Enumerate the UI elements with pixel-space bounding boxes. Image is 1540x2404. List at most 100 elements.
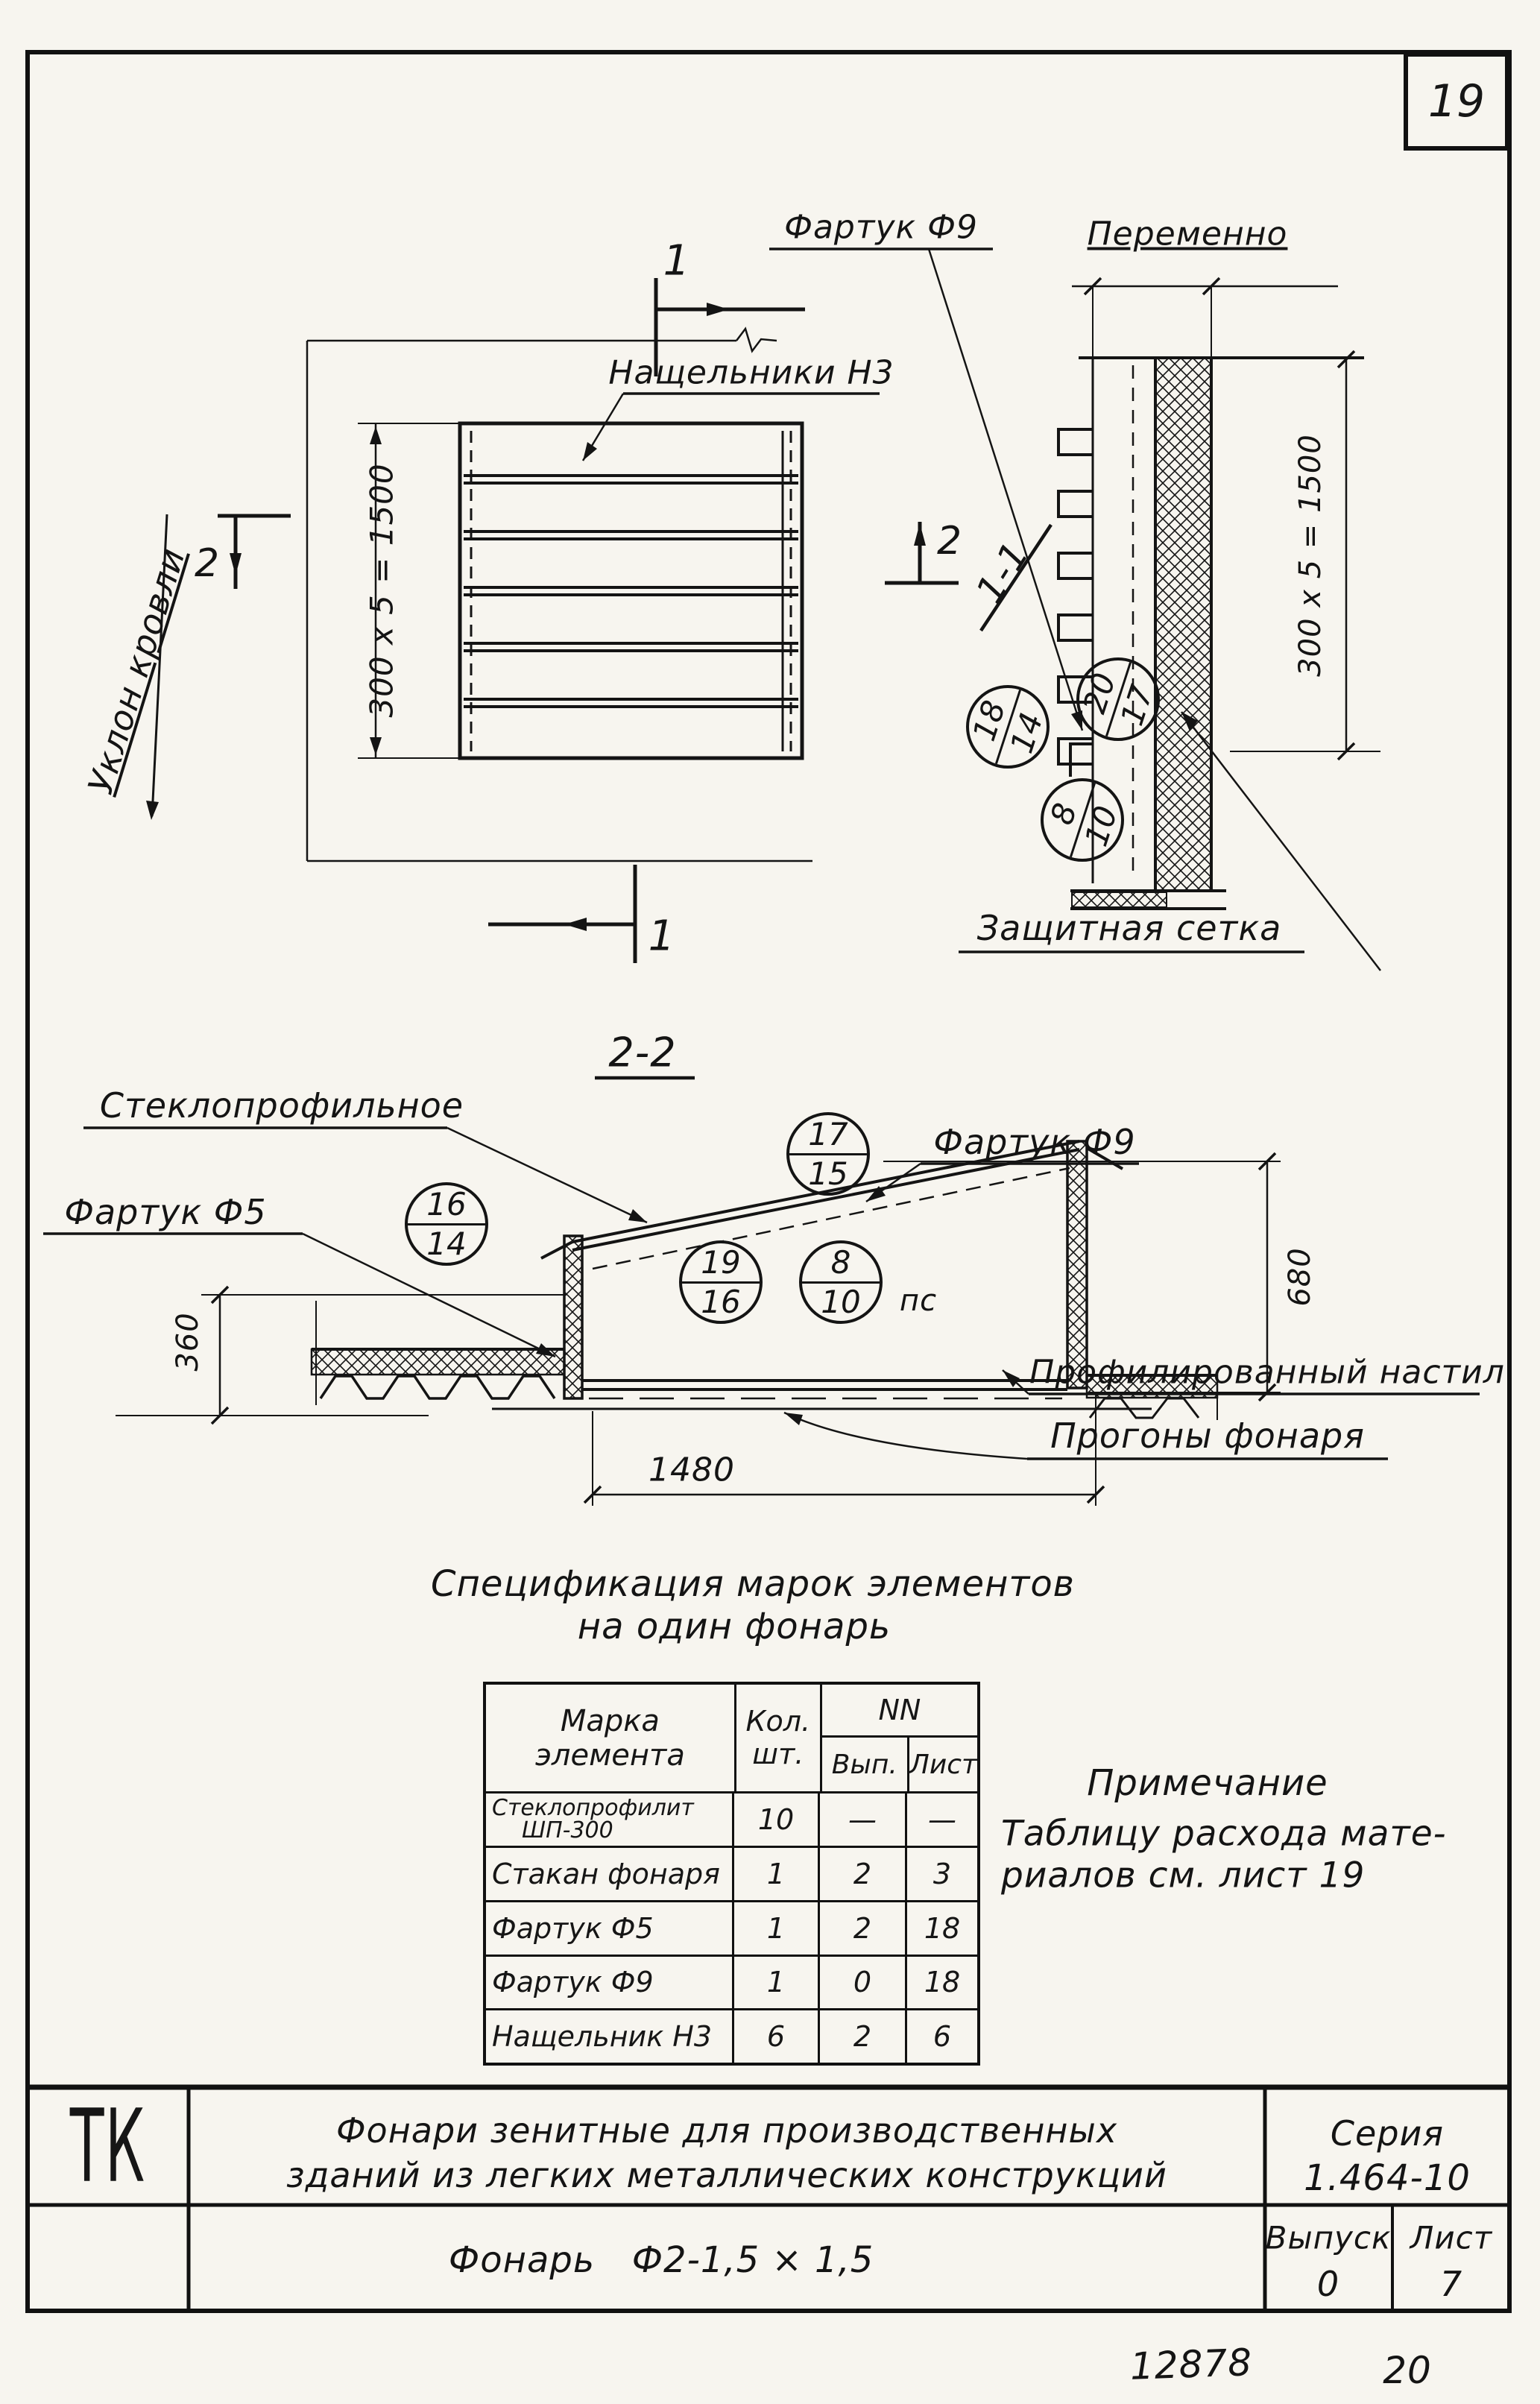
spec-table: Марка элемента Кол. шт. NN Вып. Лист Сте…	[483, 1682, 980, 2066]
spec-header-name-l2: элемента	[534, 1738, 685, 1773]
spec-header-nn-group: NN Вып. Лист	[821, 1685, 977, 1792]
apron-f5-label: Фартук Ф5	[64, 1192, 267, 1232]
note-title: Примечание	[1087, 1762, 1328, 1804]
spec-cell-sheet: 18	[924, 1966, 961, 1999]
marker-bottom: 15	[789, 1152, 867, 1193]
spec-cell-qty: 1	[734, 1848, 820, 1900]
plan-apron-label: Фартук Ф9	[784, 208, 978, 247]
note-line1: Таблицу расхода мате-	[1001, 1813, 1447, 1855]
spec-header-qty-l1: Кол.	[745, 1704, 811, 1738]
marker-bottom: 16	[682, 1281, 760, 1322]
issue-label: Выпуск	[1265, 2219, 1392, 2256]
marker-top: 16	[426, 1185, 467, 1222]
section-1-1-vertical-dimension: 300 x 5 = 1500	[1293, 434, 1328, 677]
section-mark-1-bottom: 1	[648, 912, 676, 961]
plan-view-linework	[146, 247, 1084, 963]
document-number: 12878	[1129, 2341, 1253, 2388]
section-2-2-linework	[43, 1076, 1480, 1506]
dim-680: 680	[1283, 1247, 1317, 1307]
spec-cell-issue: 2	[820, 2010, 907, 2063]
sheet-value: 7	[1439, 2264, 1463, 2304]
spec-cell-sheet: 6	[932, 2020, 952, 2054]
spec-cell-name: Фартук Ф5	[492, 1911, 654, 1945]
marker-bottom: 10	[802, 1281, 880, 1322]
spec-header-name: Марка элемента	[486, 1685, 736, 1792]
drawing-subtitle-name: Фонарь	[448, 2239, 596, 2281]
spec-cell-qty: 10	[734, 1793, 820, 1846]
spec-row: Фартук Ф5 1 2 18	[486, 1902, 977, 1957]
spec-title-line1: Спецификация марок элементов	[431, 1563, 1075, 1605]
organization-logo-text: ТК	[70, 2086, 146, 2206]
sheet-number: 19	[1427, 75, 1486, 127]
spec-cell-name: Нащельник Н3	[492, 2020, 713, 2054]
spec-cell-qty: 6	[734, 2010, 820, 2063]
spec-header-issue: Вып.	[822, 1738, 909, 1792]
dim-360: 360	[171, 1312, 205, 1372]
page-border	[25, 50, 1512, 2313]
marker-top: 19	[701, 1243, 741, 1281]
spec-cell-sheet: 3	[932, 1857, 952, 1890]
spec-header-qty-l2: шт.	[752, 1737, 804, 1770]
organization-logo: ТК	[28, 2086, 189, 2206]
variable-dimension-label: Переменно	[1087, 215, 1288, 253]
glass-profile-label: Стеклопрофильное	[99, 1085, 464, 1126]
spec-header-nn: NN	[821, 1685, 977, 1738]
spec-cell-name: Стеклопрофилит	[492, 1795, 694, 1822]
section-2-2-title: 2-2	[608, 1029, 677, 1076]
marker-bottom: 14	[408, 1222, 485, 1263]
note-line2: риалов см. лист 19	[1001, 1855, 1366, 1896]
spec-cell-name: Стакан фонаря	[492, 1857, 720, 1890]
drawing-title-line1: Фонари зенитные для производственных	[335, 2110, 1118, 2151]
profiled-deck-label: Профилированный настил	[1029, 1353, 1505, 1392]
spec-header-name-l1: Марка	[560, 1703, 660, 1738]
spec-title-line2: на один фонарь	[577, 1606, 892, 1647]
section-mark-1-top: 1	[663, 236, 691, 285]
section-mark-2-left: 2	[194, 541, 221, 586]
spec-cell-name2: ШП-300	[522, 1817, 613, 1844]
marker-top: 17	[808, 1115, 848, 1152]
sheet-label: Лист	[1410, 2219, 1493, 2256]
section-1-1-linework	[959, 277, 1381, 971]
title-block-linework	[28, 2084, 1509, 2311]
apron-f9-label: Фартук Ф9	[933, 1122, 1136, 1162]
spec-cell-sheet: —	[928, 1803, 956, 1837]
ps-label: пс	[899, 1284, 938, 1318]
series-label: Серия	[1330, 2113, 1445, 2154]
spec-cell-name: Фартук Ф9	[492, 1966, 654, 1999]
spec-row: Нащельник Н3 6 2 6	[486, 2010, 977, 2063]
spec-cell-sheet: 18	[924, 1911, 961, 1945]
spec-cell-qty: 1	[734, 1902, 820, 1955]
section-mark-2-right: 2	[936, 519, 963, 564]
spec-cell-qty: 1	[734, 1956, 820, 2009]
spec-header-sheet: Лист	[909, 1749, 977, 1780]
drawing-title-line2: зданий из легких металлических конструкц…	[286, 2155, 1167, 2195]
spec-row: Стакан фонаря 1 2 3	[486, 1848, 977, 1902]
spec-row: Фартук Ф9 1 0 18	[486, 1956, 977, 2011]
issue-value: 0	[1316, 2264, 1340, 2304]
drawing-subtitle-mark: Ф2-1,5 × 1,5	[631, 2239, 874, 2281]
protective-mesh-label: Защитная сетка	[976, 908, 1282, 948]
marker-top: 8	[830, 1243, 851, 1281]
plan-vertical-dimension: 300 x 5 = 1500	[363, 463, 400, 718]
series-value: 1.464-10	[1304, 2157, 1471, 2199]
sheet-number-box: 19	[1404, 52, 1509, 151]
purlins-label: Прогоны фонаря	[1050, 1416, 1365, 1456]
spec-header-qty: Кол. шт.	[736, 1685, 822, 1792]
spec-cell-issue: 2	[820, 1902, 907, 1955]
dim-1480: 1480	[648, 1451, 735, 1489]
spec-table-header: Марка элемента Кол. шт. NN Вып. Лист	[486, 1685, 977, 1794]
footnote-number: 20	[1383, 2349, 1432, 2392]
spec-cell-issue: 0	[820, 1956, 907, 2009]
plan-strip-label: Нащельники Н3	[608, 353, 894, 392]
spec-cell-issue: —	[820, 1793, 907, 1846]
spec-cell-issue: 2	[820, 1848, 907, 1900]
